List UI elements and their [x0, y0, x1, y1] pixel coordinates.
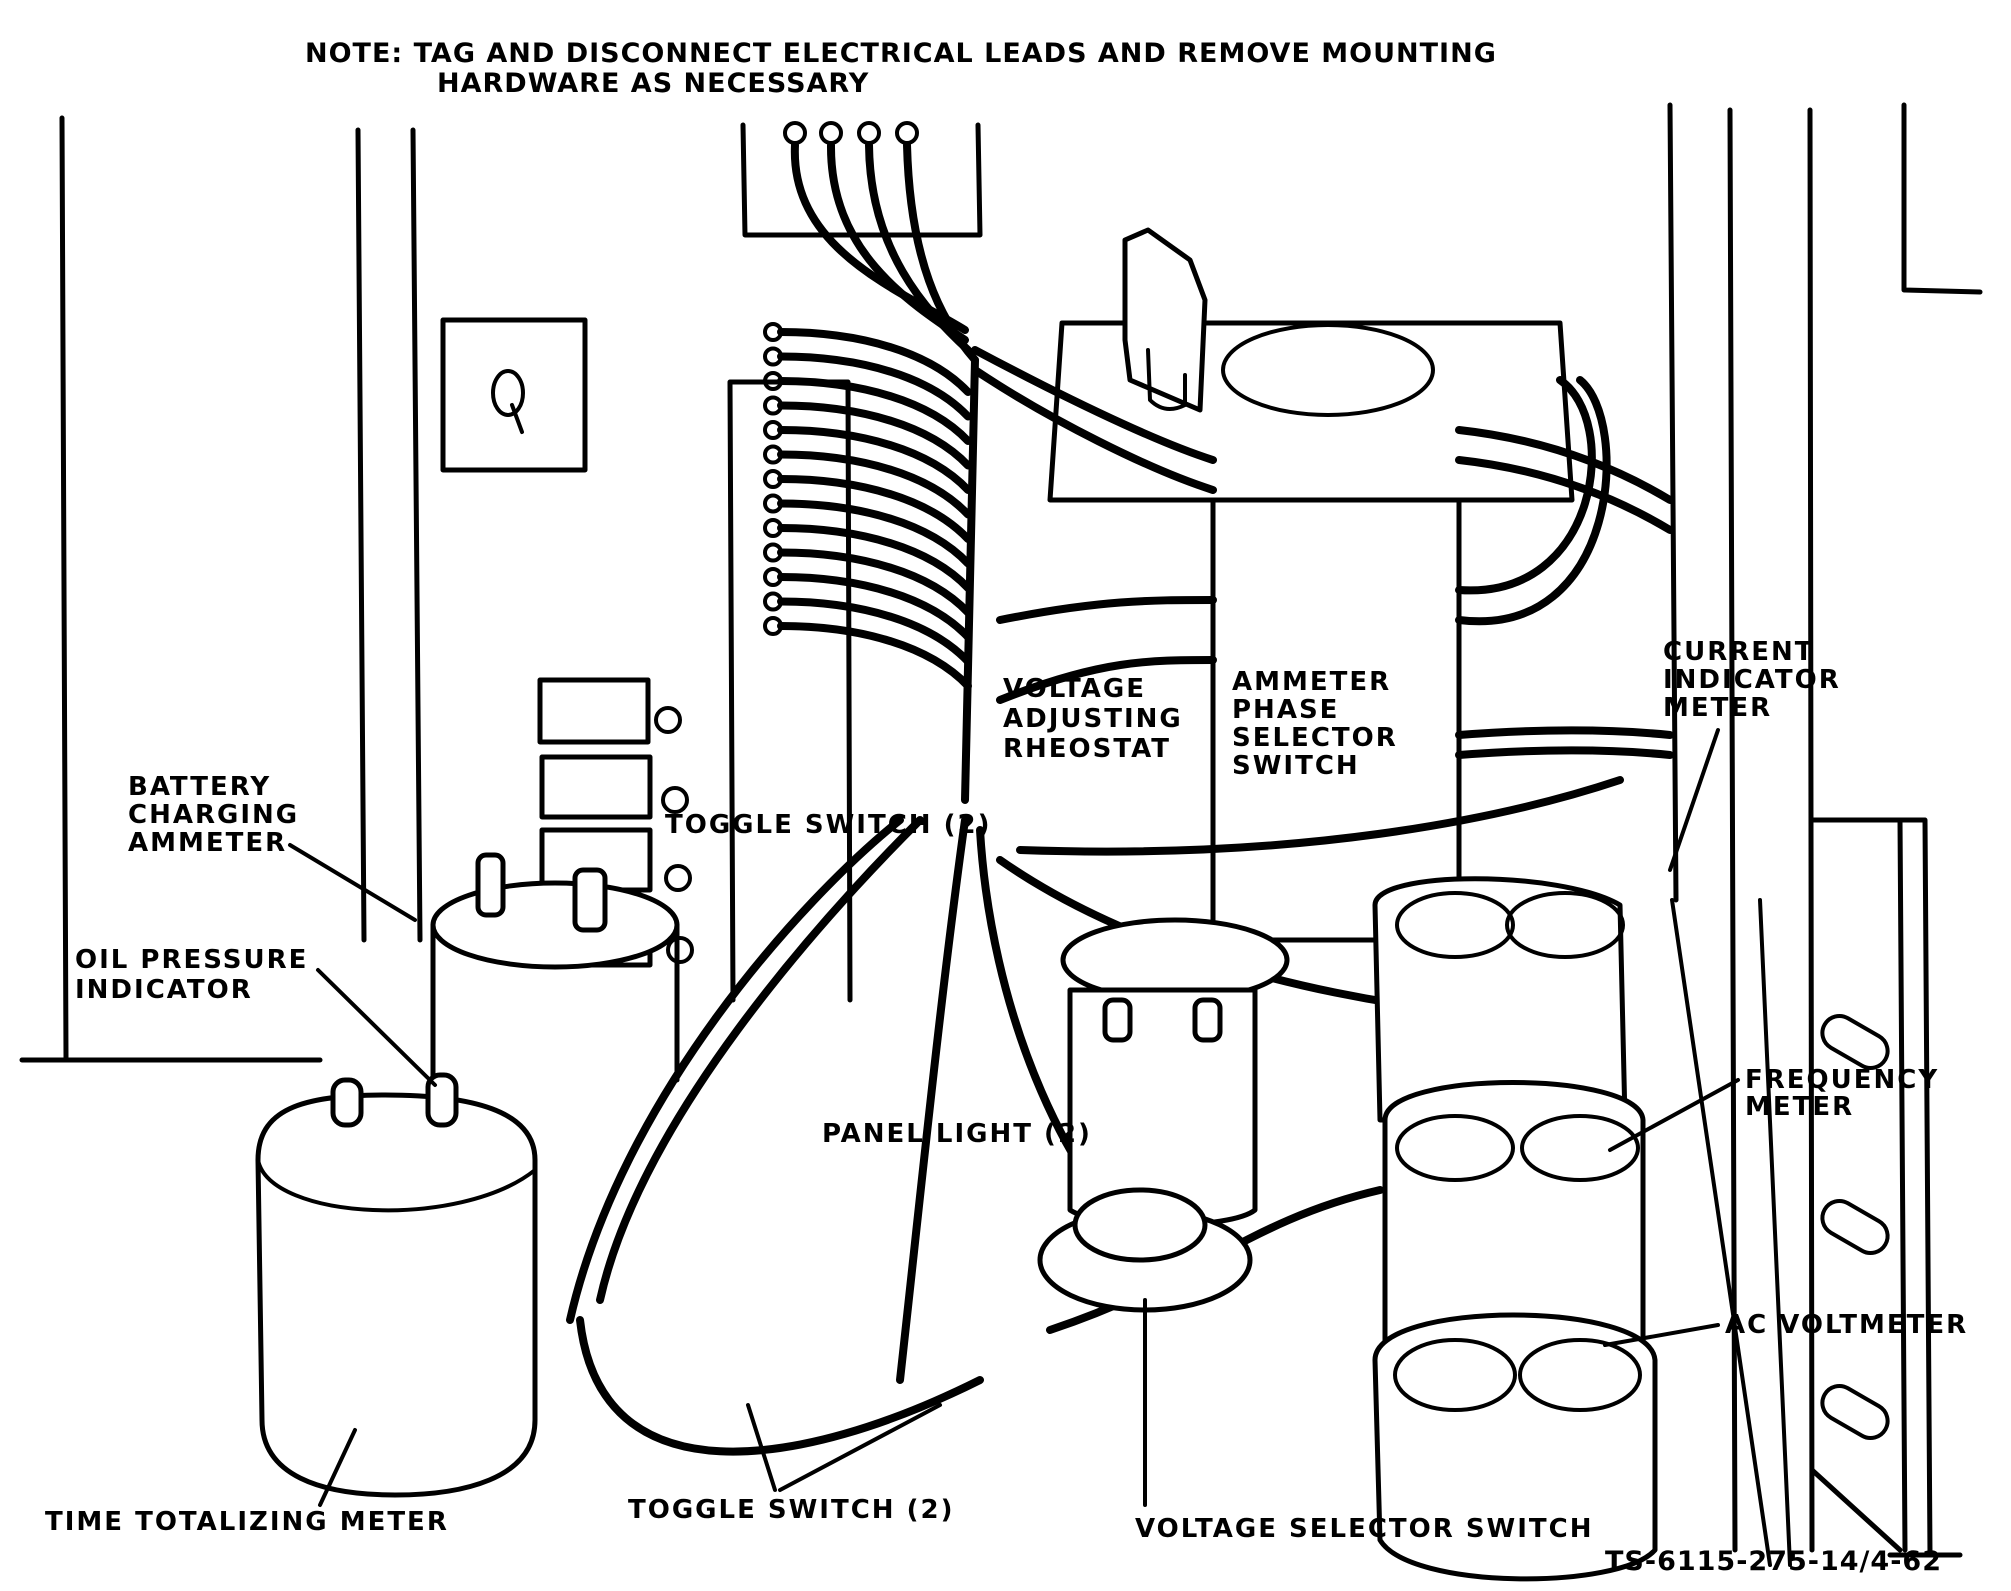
label-ac-voltmeter: AC VOLTMETER	[1603, 1310, 1968, 1347]
note-block: NOTE: TAG AND DISCONNECT ELECTRICAL LEAD…	[305, 38, 1497, 99]
label-current-indicator-meter: CURRENT INDICATOR METER	[1663, 637, 1841, 872]
svg-text:SWITCH: SWITCH	[1232, 751, 1360, 781]
current-indicator-meter	[1372, 876, 1628, 1123]
strip-wire	[777, 377, 972, 445]
figure-id: TS-6115-275-14/4-62	[1605, 1546, 1942, 1577]
strip-wire	[777, 328, 972, 396]
label-toggle-switch-bottom: TOGGLE SWITCH (2)	[628, 1403, 954, 1525]
svg-text:SELECTOR: SELECTOR	[1232, 723, 1398, 753]
strip-wire	[777, 524, 972, 592]
strip-wire	[777, 548, 972, 617]
voltage-selector-switch	[1037, 1187, 1253, 1313]
label-battery-charging-ammeter: BATTERY CHARGING AMMETER	[128, 772, 417, 922]
svg-text:AMMETER: AMMETER	[1232, 667, 1391, 697]
svg-text:OIL PRESSURE: OIL PRESSURE	[75, 945, 308, 975]
svg-text:AMMETER: AMMETER	[128, 828, 287, 858]
strip-wire	[777, 352, 972, 421]
label-time-totalizing-meter: TIME TOTALIZING METER	[45, 1428, 449, 1537]
svg-text:PHASE: PHASE	[1232, 695, 1339, 725]
svg-text:CURRENT: CURRENT	[1663, 637, 1815, 667]
svg-text:METER: METER	[1663, 693, 1772, 723]
label-ammeter-phase-selector-switch: AMMETER PHASE SELECTOR SWITCH	[1232, 667, 1398, 781]
ac-voltmeter	[1372, 1312, 1658, 1582]
ammeter-phase-selector-switch	[1047, 227, 1575, 943]
label-panel-light: PANEL LIGHT (2)	[822, 1119, 1092, 1149]
frequency-meter	[1382, 1080, 1646, 1353]
svg-text:TOGGLE SWITCH (2): TOGGLE SWITCH (2)	[628, 1495, 954, 1525]
svg-text:FREQUENCY: FREQUENCY	[1745, 1065, 1939, 1095]
battery-charging-ammeter	[430, 852, 680, 1083]
svg-text:AC VOLTMETER: AC VOLTMETER	[1725, 1310, 1968, 1340]
svg-text:RHEOSTAT: RHEOSTAT	[1003, 734, 1171, 764]
note-line-2: HARDWARE AS NECESSARY	[437, 68, 869, 99]
strip-wire	[777, 450, 972, 519]
strip-wire	[777, 475, 972, 543]
svg-text:BATTERY: BATTERY	[128, 772, 271, 802]
svg-text:INDICATOR: INDICATOR	[75, 975, 253, 1005]
label-voltage-selector-switch: VOLTAGE SELECTOR SWITCH	[1135, 1298, 1593, 1544]
label-frequency-meter: FREQUENCY METER	[1608, 1065, 1939, 1152]
svg-text:TIME TOTALIZING METER: TIME TOTALIZING METER	[45, 1507, 449, 1537]
strip-wire	[777, 597, 972, 666]
label-oil-pressure-indicator: OIL PRESSURE INDICATOR	[75, 945, 437, 1087]
label-voltage-adjusting-rheostat: VOLTAGE ADJUSTING RHEOSTAT	[1003, 674, 1183, 764]
voltage-adjusting-rheostat	[1060, 917, 1290, 1228]
svg-text:PANEL LIGHT (2): PANEL LIGHT (2)	[822, 1119, 1092, 1149]
svg-text:INDICATOR: INDICATOR	[1663, 665, 1841, 695]
strip-wire	[777, 573, 972, 641]
terminal-strip	[727, 322, 972, 1003]
svg-text:CHARGING: CHARGING	[128, 800, 299, 830]
svg-text:VOLTAGE: VOLTAGE	[1003, 674, 1146, 704]
side-panel-knobs	[1820, 1014, 1890, 1440]
terminal-block-top	[740, 121, 983, 238]
toggle-plate	[440, 317, 588, 473]
strip-wire	[777, 499, 972, 568]
strip-wire	[777, 426, 972, 494]
svg-text:ADJUSTING: ADJUSTING	[1003, 704, 1183, 734]
time-totalizing-meter	[255, 1072, 538, 1498]
svg-text:METER: METER	[1745, 1092, 1854, 1122]
svg-text:VOLTAGE SELECTOR SWITCH: VOLTAGE SELECTOR SWITCH	[1135, 1514, 1593, 1544]
strip-wire	[777, 401, 972, 470]
strip-wire	[777, 622, 972, 690]
svg-text:TOGGLE SWITCH (2): TOGGLE SWITCH (2)	[665, 810, 991, 840]
note-line-1: NOTE: TAG AND DISCONNECT ELECTRICAL LEAD…	[305, 38, 1497, 69]
label-toggle-switch-top: TOGGLE SWITCH (2)	[665, 810, 991, 840]
